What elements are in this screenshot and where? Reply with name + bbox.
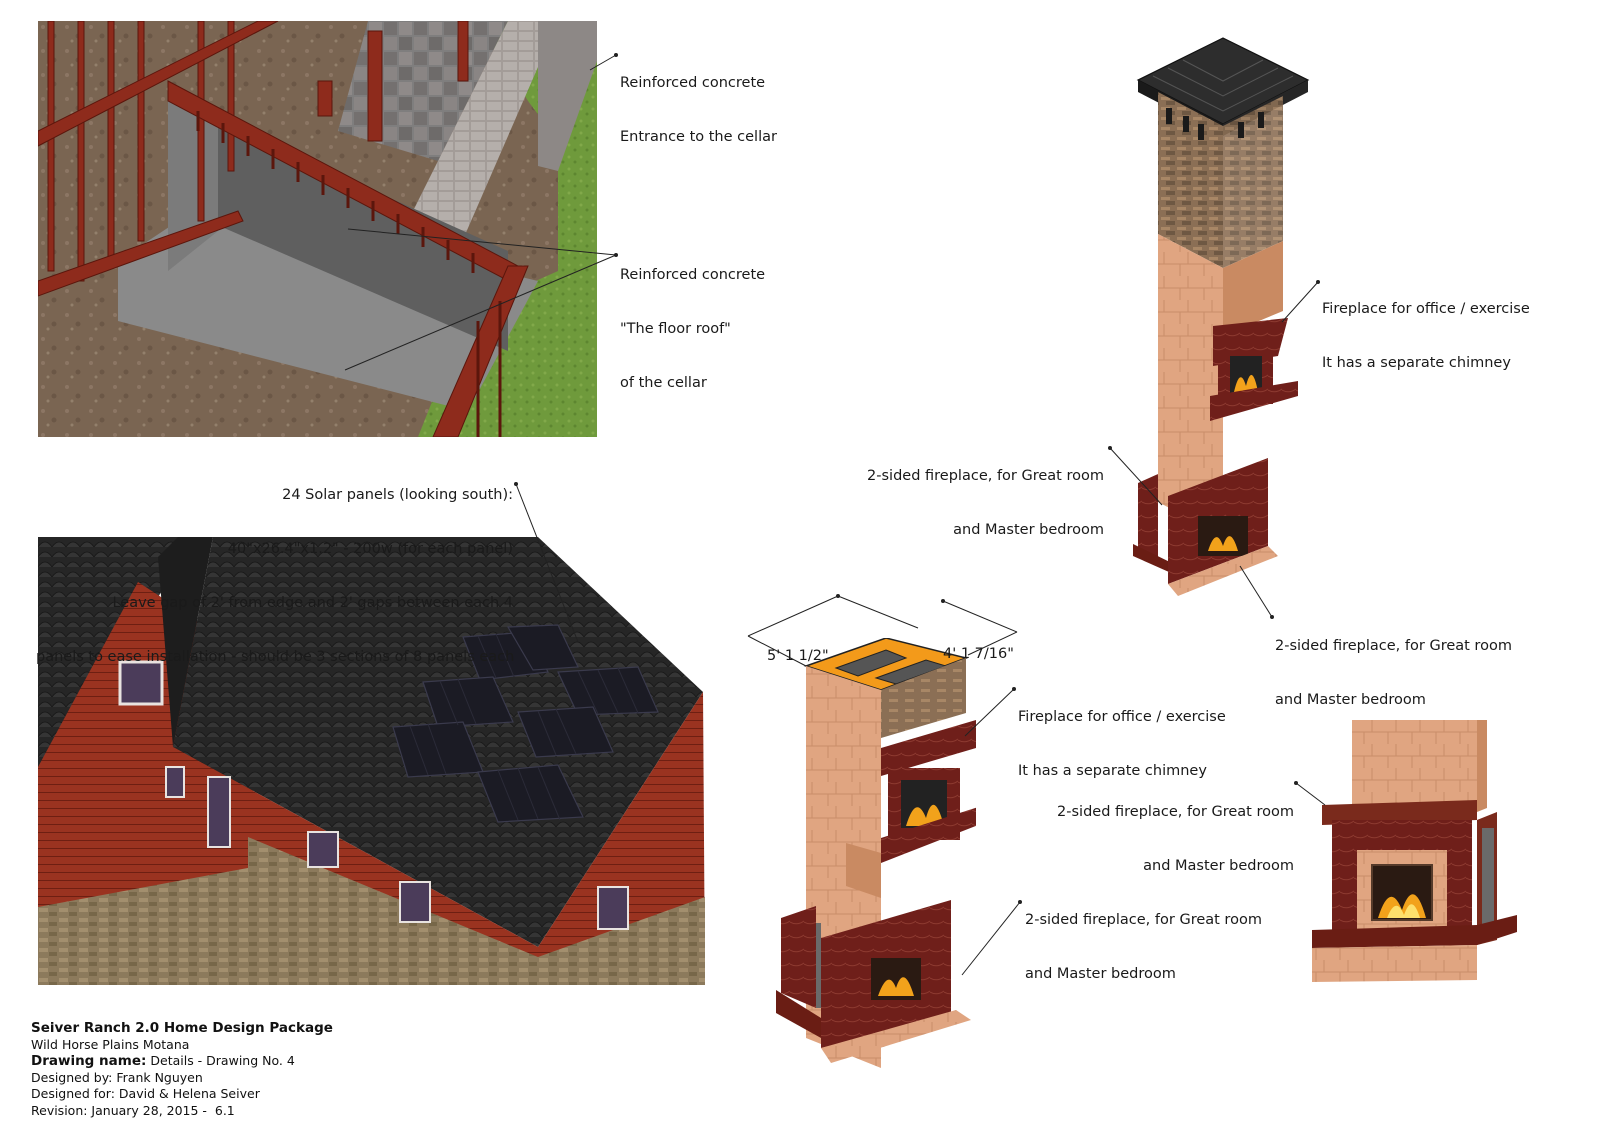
project-location: Wild Horse Plains Motana [31, 1036, 190, 1052]
label-line: and Master bedroom [953, 522, 1104, 538]
label-two-sided-upper-right: 2-sided fireplace, for Great room and Ma… [1275, 601, 1512, 727]
designed-by: Designed by: Frank Nguyen [31, 1069, 203, 1085]
label-line: Fireplace for office / exercise [1018, 709, 1226, 725]
label-two-sided-lower: 2-sided fireplace, for Great room and Ma… [1025, 875, 1262, 1001]
label-line: Fireplace for office / exercise [1322, 301, 1530, 317]
label-line: 2-sided fireplace, for Great room [1025, 912, 1262, 928]
title-block: Seiver Ranch 2.0 Home Design Package Wil… [31, 1020, 333, 1119]
cellar-framing-render [38, 21, 597, 437]
fireplace-upper-drawing [1133, 37, 1310, 596]
label-solar-panels: 24 Solar panels (looking south): 40"x26.… [36, 450, 515, 684]
label-line: Leave gap of 2' from edge and 2' gaps be… [112, 595, 513, 611]
drawing-name-value: Details - Drawing No. 4 [150, 1053, 295, 1068]
label-line: 24 Solar panels (looking south): [282, 487, 513, 503]
label-line: panels to ease installation - should be … [36, 649, 515, 665]
label-line: Entrance to the cellar [620, 129, 777, 145]
label-line: It has a separate chimney [1322, 355, 1511, 371]
label-line: 2-sided fireplace, for Great room [867, 468, 1104, 484]
fireplace-lower-drawing [776, 638, 976, 1068]
dimension-value: 4' 1 7/16" [943, 646, 1014, 662]
roof-solar-render [38, 537, 705, 985]
fireplace-assembly-upper [1128, 36, 1318, 601]
label-line: and Master bedroom [1275, 692, 1426, 708]
label-line: Reinforced concrete [620, 75, 766, 91]
designed-for: Designed for: David & Helena Seiver [31, 1086, 260, 1101]
label-line: It has a separate chimney [1018, 763, 1207, 779]
label-line: of the cellar [620, 375, 707, 391]
label-office-fireplace-lower: Fireplace for office / exercise It has a… [1018, 672, 1226, 798]
label-cellar-floor-roof: Reinforced concrete "The floor roof" of … [620, 230, 765, 410]
label-line: Reinforced concrete [620, 267, 766, 283]
fireplace-assembly-lower [776, 638, 976, 1068]
revision: Revision: January 28, 2015 - 6.1 [31, 1102, 235, 1118]
drawing-name-label: Drawing name: [31, 1053, 147, 1069]
label-two-sided-mid-right: 2-sided fireplace, for Great room and Ma… [1030, 767, 1294, 893]
fireplace-front-view [1312, 720, 1522, 982]
cellar-framing-drawing [38, 21, 597, 437]
roof-solar-drawing [38, 537, 705, 985]
fireplace-front-drawing [1312, 720, 1517, 982]
label-line: 40"x26.4"x1.2" - 200w (for each panel) [227, 541, 513, 557]
dimension-width-b: 4' 1 7/16" [943, 609, 1014, 681]
label-cellar-entrance: Reinforced concrete Entrance to the cell… [620, 38, 777, 164]
label-two-sided-upper-left: 2-sided fireplace, for Great room and Ma… [840, 431, 1104, 557]
dimension-value: 5' 1 1/2" [767, 648, 829, 664]
label-line: 2-sided fireplace, for Great room [1275, 638, 1512, 654]
label-line: 2-sided fireplace, for Great room [1057, 804, 1294, 820]
label-line: "The floor roof" [620, 321, 731, 337]
label-line: and Master bedroom [1025, 966, 1176, 982]
dimension-width-a: 5' 1 1/2" [767, 611, 829, 683]
label-line: and Master bedroom [1143, 858, 1294, 874]
project-title: Seiver Ranch 2.0 Home Design Package [31, 1020, 333, 1036]
label-office-fireplace-upper: Fireplace for office / exercise It has a… [1322, 264, 1530, 390]
drawing-name-row: Drawing name: Details - Drawing No. 4 [31, 1053, 333, 1070]
